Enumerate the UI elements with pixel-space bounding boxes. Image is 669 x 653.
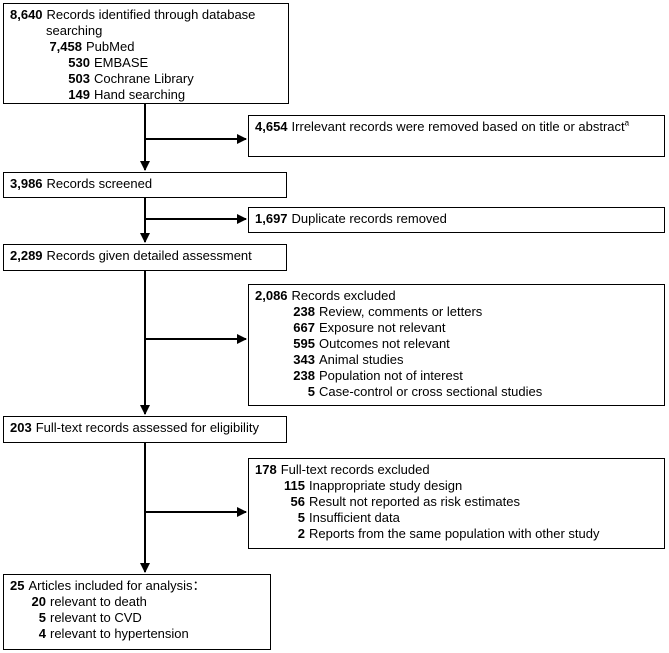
reason-count: 115: [284, 478, 305, 493]
fulltext-count: 203: [10, 420, 32, 435]
reason-label: Case-control or cross sectional studies: [319, 384, 543, 399]
source-label: EMBASE: [94, 55, 149, 70]
reason-count: 2: [297, 526, 305, 541]
reason-count: 238: [293, 368, 315, 383]
included-count: 25: [10, 578, 25, 593]
reason-count: 56: [290, 494, 305, 509]
identified-count: 8,640: [10, 7, 43, 22]
detailed-count: 2,289: [10, 248, 43, 263]
identified-label-cont: searching: [46, 23, 103, 38]
reason-label: Insufficient data: [309, 510, 400, 525]
included-label: Articles included for analysis：: [28, 578, 206, 593]
reason-label: Review, comments or letters: [319, 304, 483, 319]
source-label: Hand searching: [94, 87, 186, 102]
reason-label: Population not of interest: [319, 368, 463, 383]
source-count: 503: [68, 71, 90, 86]
excluded-count: 2,086: [255, 288, 288, 303]
irrelevant-label: Irrelevant records were removed based on…: [291, 119, 625, 134]
included-item-count: 5: [38, 610, 46, 625]
fulltext-excluded-count: 178: [255, 462, 277, 477]
fulltext-label: Full-text records assessed for eligibili…: [35, 420, 259, 435]
irrelevant-count: 4,654: [255, 119, 288, 134]
duplicates-count: 1,697: [255, 211, 288, 226]
reason-label: Outcomes not relevant: [319, 336, 450, 351]
source-count: 149: [68, 87, 90, 102]
footnote-marker: a: [624, 118, 630, 128]
detailed-label: Records given detailed assessment: [46, 248, 252, 263]
source-count: 7,458: [49, 39, 82, 54]
included-item-count: 20: [31, 594, 46, 609]
reason-label: Inappropriate study design: [309, 478, 463, 493]
source-label: PubMed: [86, 39, 135, 54]
reason-label: Exposure not relevant: [319, 320, 446, 335]
reason-label: Reports from the same population with ot…: [309, 526, 600, 541]
included-item-label: relevant to CVD: [50, 610, 142, 625]
screened-count: 3,986: [10, 176, 43, 191]
duplicates-label: Duplicate records removed: [291, 211, 447, 226]
reason-count: 5: [297, 510, 305, 525]
included-item-count: 4: [38, 626, 46, 641]
source-count: 530: [68, 55, 90, 70]
reason-label: Result not reported as risk estimates: [309, 494, 520, 509]
screened-label: Records screened: [46, 176, 153, 191]
reason-count: 667: [293, 320, 315, 335]
identified-label: Records identified through database: [46, 7, 256, 22]
included-item-label: relevant to hypertension: [50, 626, 189, 641]
reason-count: 343: [293, 352, 315, 367]
reason-count: 238: [293, 304, 315, 319]
fulltext-excluded-label: Full-text records excluded: [280, 462, 430, 477]
reason-count: 595: [293, 336, 315, 351]
included-item-label: relevant to death: [50, 594, 147, 609]
excluded-label: Records excluded: [291, 288, 396, 303]
reason-count: 5: [307, 384, 315, 399]
source-label: Cochrane Library: [94, 71, 194, 86]
reason-label: Animal studies: [319, 352, 404, 367]
